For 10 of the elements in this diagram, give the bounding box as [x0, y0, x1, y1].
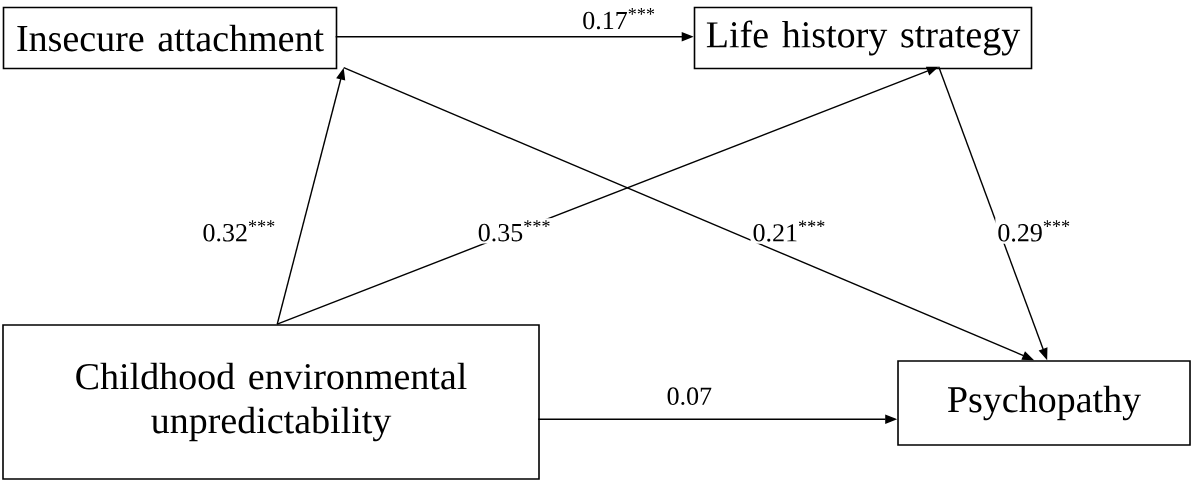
variable-box: Psychopathy [897, 360, 1191, 446]
edge-label: 0.32$^{***}$ [200, 218, 278, 244]
edge-label: 0.17$^{***}$ [580, 6, 658, 32]
edge-label: 0.07 [664, 385, 715, 408]
edge-label: 0.21$^{***}$ [750, 218, 828, 244]
variable-box: Childhood environmental unpredictability [2, 324, 540, 480]
edge-label: 0.29$^{***}$ [995, 218, 1073, 244]
variable-box: Life history strategy [693, 6, 1033, 70]
edge-label: 0.35$^{***}$ [475, 218, 554, 244]
variable-box: Insecure attachment [2, 6, 338, 70]
